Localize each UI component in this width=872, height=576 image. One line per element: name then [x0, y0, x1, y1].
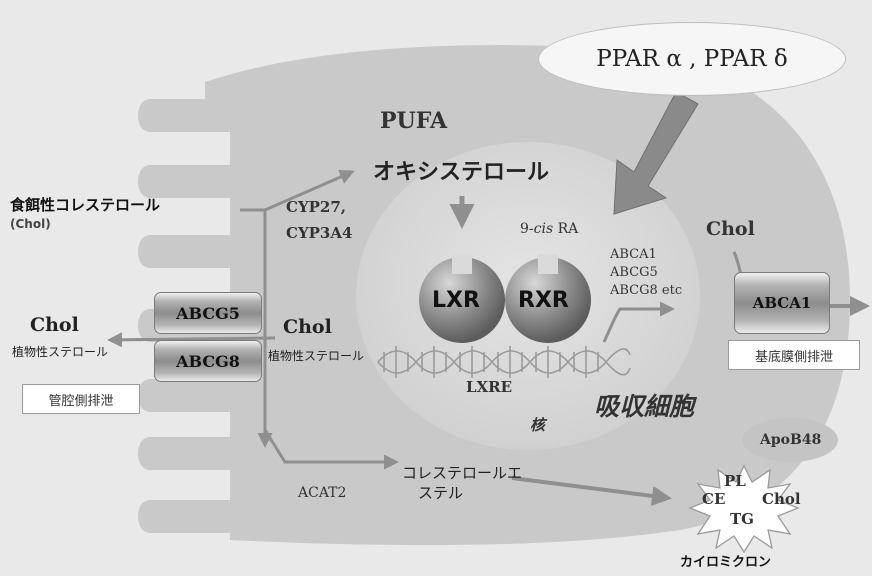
- chol-left-label: Chol: [30, 314, 79, 336]
- apob48-label: ApoB48: [760, 432, 822, 448]
- chylomicron-pl: PL: [724, 472, 746, 490]
- cholesterol-ester-line1: コレステロールエ: [402, 464, 523, 482]
- target-gene-abca1: ABCA1: [610, 247, 657, 262]
- arrow-genes-out: [602, 301, 675, 343]
- plant-sterol-mid-label: 植物性ステロール: [268, 349, 365, 363]
- dietary-cholesterol-abbr: (Chol): [10, 217, 51, 231]
- target-gene-abcg8: ABCG8 etc: [610, 283, 683, 298]
- chol-mid-label: Chol: [283, 316, 332, 338]
- chylomicron-label: カイロミクロン: [680, 555, 772, 570]
- abcg8-transporter: ABCG8: [154, 340, 262, 382]
- cholesterol-ester-line2: ステル: [418, 484, 464, 502]
- cis-ra-cis: cis: [533, 221, 554, 237]
- abcg5-transporter: ABCG5: [154, 292, 262, 334]
- target-gene-abcg5: ABCG5: [610, 265, 658, 280]
- arrow-to-ester: [263, 429, 399, 470]
- rxr-receptor: [505, 254, 591, 343]
- ppar-label: PPAR α , PPAR δ: [596, 46, 788, 72]
- chylomicron-ce: CE: [702, 490, 726, 508]
- acat2-label: ACAT2: [298, 485, 347, 501]
- dietary-cholesterol-label: 食餌性コレステロール: [10, 196, 161, 214]
- cyp3a4-label: CYP3A4: [286, 224, 353, 242]
- cis-ra-label: 9-cis RA: [520, 222, 578, 236]
- nucleus-label: 核: [530, 416, 546, 434]
- cis-ra-prefix: 9-: [520, 221, 534, 237]
- pufa-label: PUFA: [380, 108, 448, 134]
- cis-ra-suffix: RA: [553, 221, 579, 237]
- dna-helix: [377, 346, 631, 378]
- oxysterol-label: オキシステロール: [373, 160, 550, 185]
- chylomicron-tg: TG: [730, 510, 754, 528]
- chol-right-label: Chol: [706, 218, 755, 240]
- arrow-chol-to-abcg: [107, 332, 276, 348]
- ppar-bubble: PPAR α , PPAR δ: [538, 22, 846, 96]
- lxr-label: LXR: [432, 288, 480, 313]
- lxre-label: LXRE: [466, 378, 513, 396]
- basolateral-excretion-label: 基底膜側排泄: [728, 340, 860, 370]
- chylomicron-star: [688, 464, 800, 554]
- cyp27-label: CYP27,: [286, 198, 347, 216]
- lxr-receptor: [419, 254, 505, 343]
- abca1-transporter: ABCA1: [734, 272, 830, 334]
- chylomicron-chol: Chol: [762, 490, 801, 508]
- arrow-ester-to-chylomicron: [511, 476, 672, 506]
- apob48-ellipse: [742, 418, 838, 462]
- ppar-arrow: [613, 91, 699, 215]
- plant-sterol-left-label: 植物性ステロール: [12, 345, 109, 359]
- absorptive-cell-label: 吸収細胞: [594, 392, 695, 421]
- rxr-label: RXR: [518, 288, 569, 313]
- luminal-excretion-label: 管腔側排泄: [22, 384, 140, 414]
